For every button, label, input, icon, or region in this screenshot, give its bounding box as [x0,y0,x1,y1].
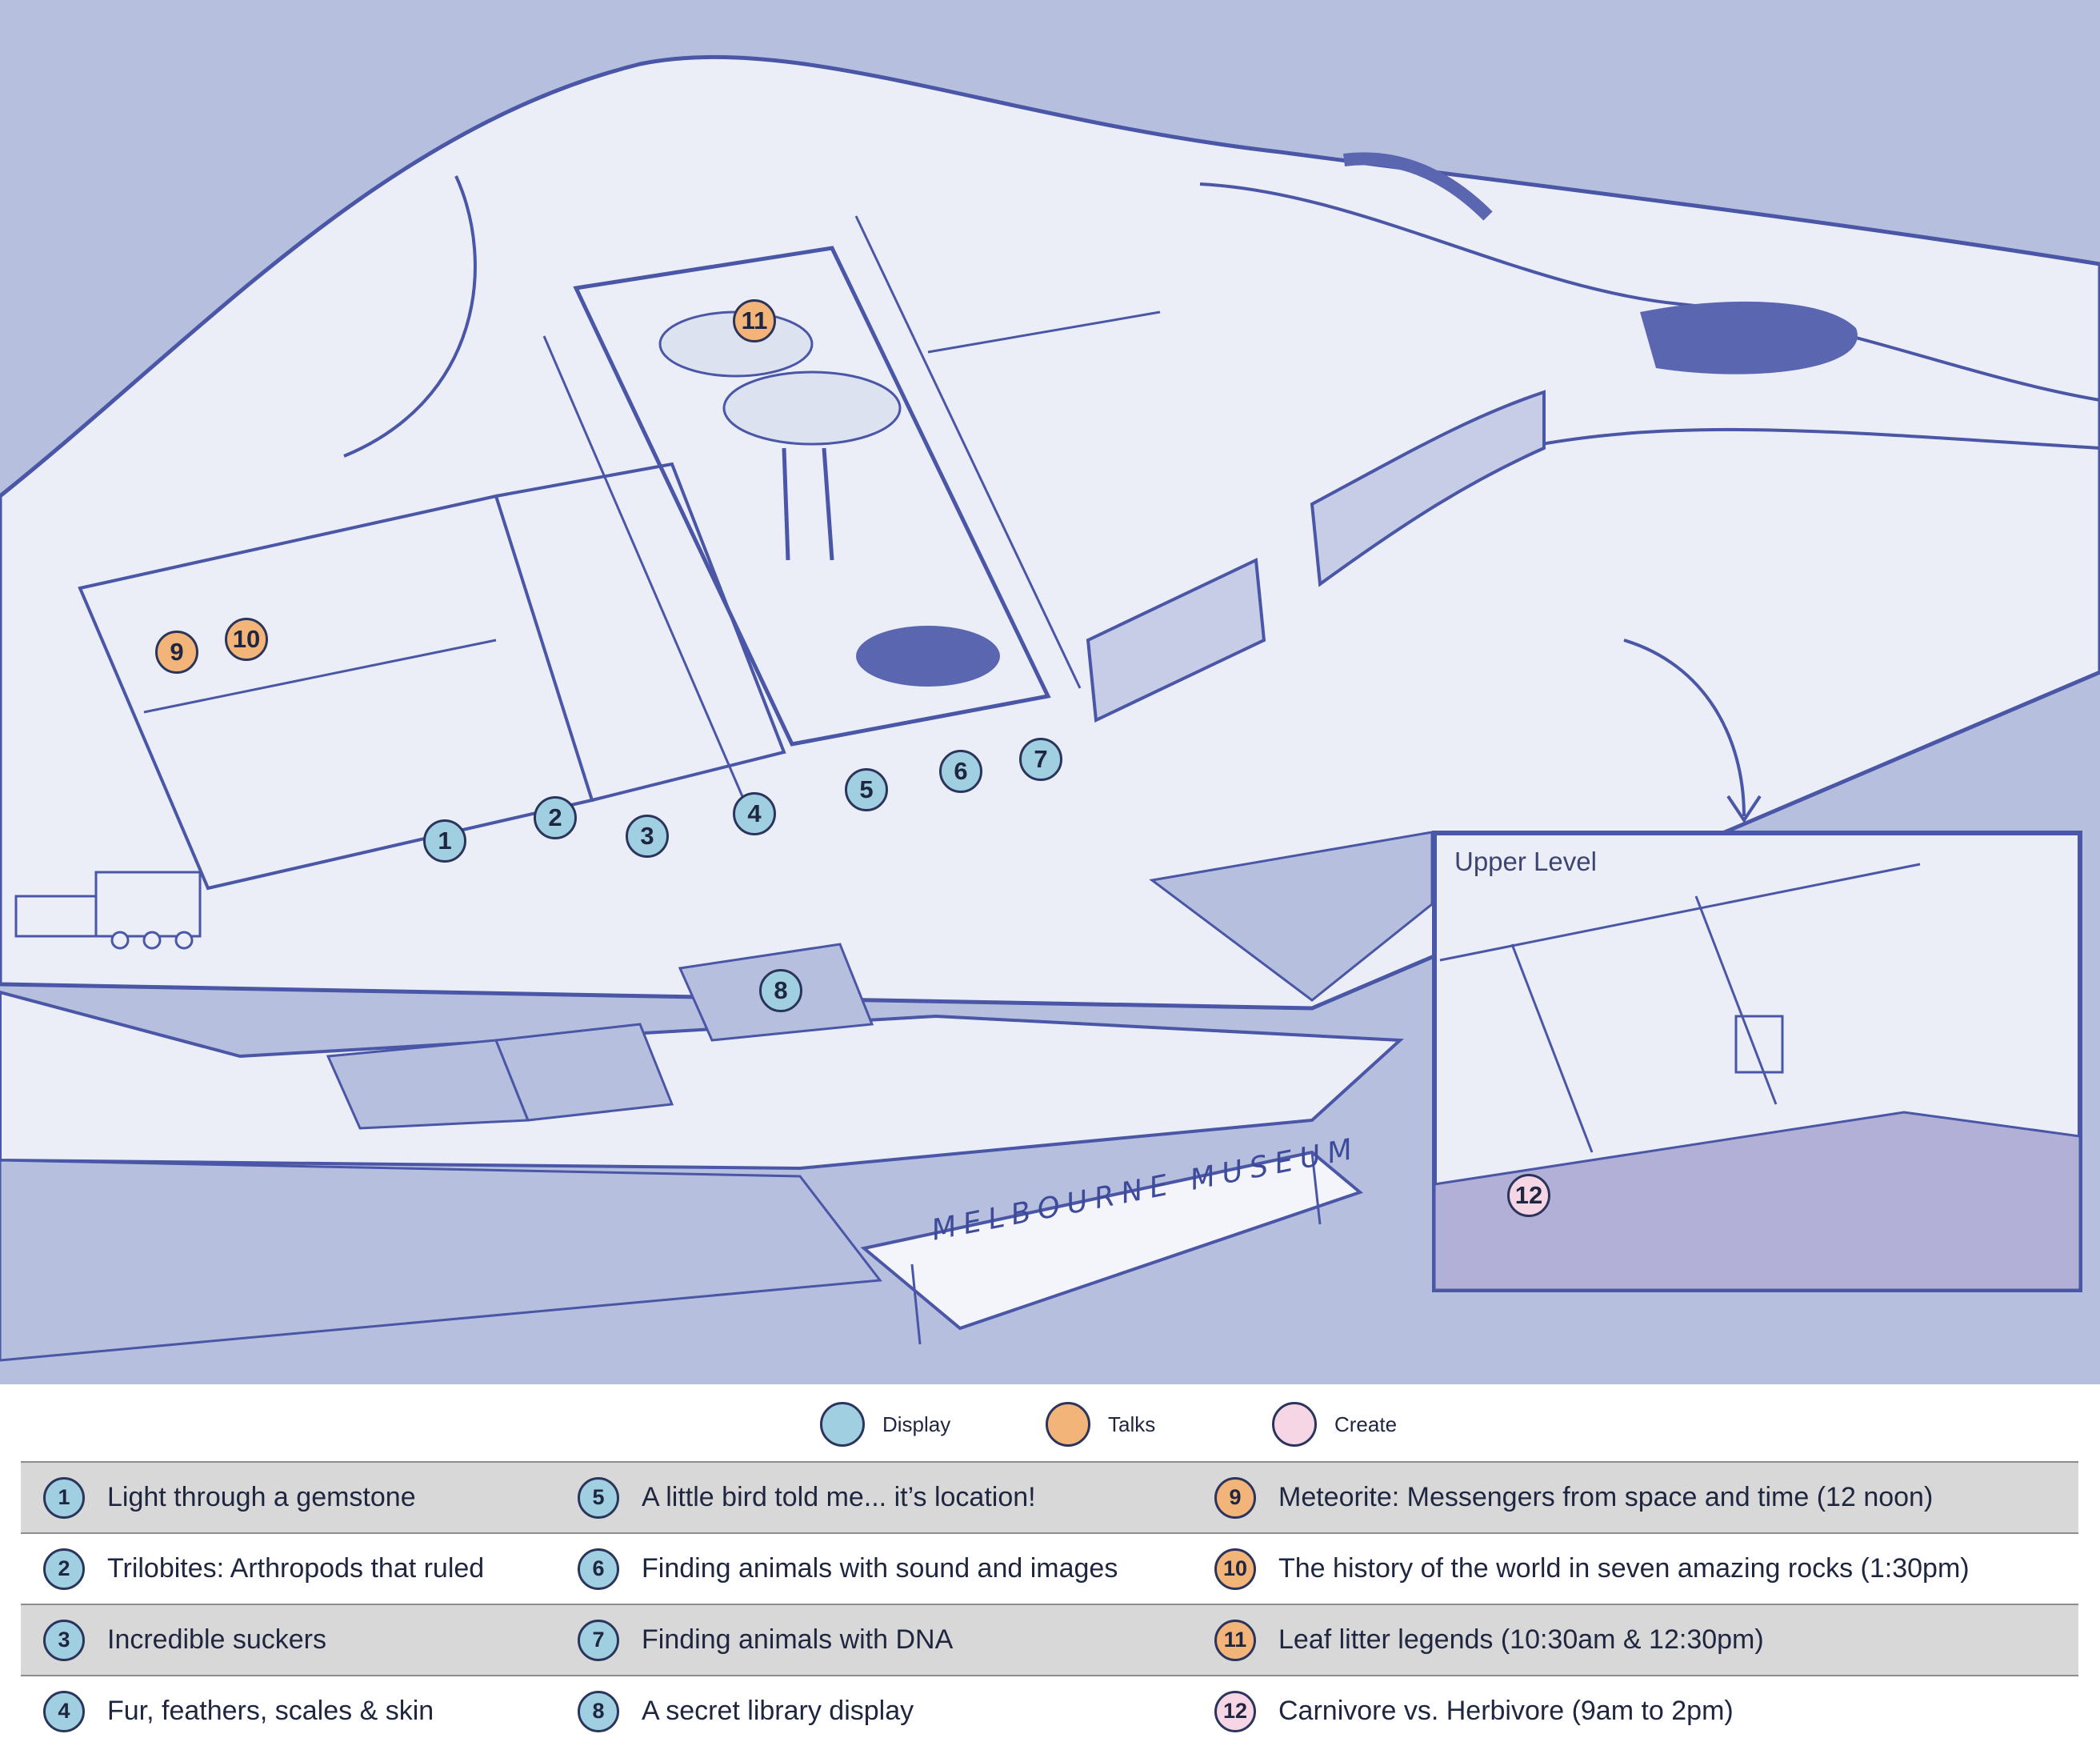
legend-number: 1 [43,1476,85,1519]
lower-concourse [0,990,1404,1171]
legend-number: 9 [1214,1476,1256,1519]
marker-8[interactable]: 8 [759,969,802,1012]
legend-text: Finding animals with DNA [642,1624,954,1655]
legend-item[interactable]: 12 Carnivore vs. Herbivore (9am to 2pm) [1214,1676,1734,1746]
legend-item[interactable]: 2 Trilobites: Arthropods that ruled [43,1534,484,1604]
legend-row: 1 Light through a gemstone 5 A little bi… [21,1461,2078,1532]
legend-item[interactable]: 11 Leaf litter legends (10:30am & 12:30p… [1214,1605,1764,1675]
legend-key-create: Create [1272,1402,1397,1447]
legend-item[interactable]: 10 The history of the world in seven ama… [1214,1534,1970,1604]
legend-row: 2 Trilobites: Arthropods that ruled 6 Fi… [21,1532,2078,1604]
legend-text: A secret library display [642,1696,914,1726]
legend-text: Finding animals with sound and images [642,1553,1118,1584]
legend-text: Incredible suckers [107,1624,327,1655]
marker-11[interactable]: 11 [733,299,776,342]
legend-number: 10 [1214,1548,1256,1590]
legend-item[interactable]: 5 A little bird told me... it’s location… [578,1463,1036,1532]
legend-item[interactable]: 6 Finding animals with sound and images [578,1534,1118,1604]
legend-item[interactable]: 4 Fur, feathers, scales & skin [43,1676,434,1746]
marker-1[interactable]: 1 [423,819,466,863]
curved-wall [1310,390,1546,587]
upper-level-label: Upper Level [1454,847,1597,876]
legend-text: Leaf litter legends (10:30am & 12:30pm) [1278,1624,1764,1655]
marker-3[interactable]: 3 [626,815,669,858]
create-swatch [1272,1402,1317,1447]
legend-key-display: Display [820,1402,950,1447]
legend-number: 4 [43,1690,85,1732]
talks-swatch [1046,1402,1090,1447]
legend-key-label: Talks [1108,1412,1156,1436]
legend-text: A little bird told me... it’s location! [642,1482,1036,1512]
marker-9[interactable]: 9 [155,631,198,674]
legend-item[interactable]: 1 Light through a gemstone [43,1463,416,1532]
legend-key-label: Display [882,1412,951,1436]
legend-number: 12 [1214,1690,1256,1732]
legend-number: 11 [1214,1619,1256,1661]
legend-item[interactable]: 3 Incredible suckers [43,1605,326,1675]
entrance-building [860,1150,1364,1331]
marker-2[interactable]: 2 [534,796,577,839]
legend-table: 1 Light through a gemstone 5 A little bi… [21,1461,2078,1746]
legend-text: Light through a gemstone [107,1482,416,1512]
display-swatch [820,1402,865,1447]
map-illustration [0,54,2100,1362]
legend-row: 4 Fur, feathers, scales & skin 8 A secre… [21,1675,2078,1746]
legend-key-label: Create [1334,1412,1398,1436]
legend-key: Display Talks Create [0,1402,2100,1448]
legend-text: The history of the world in seven amazin… [1278,1553,1970,1584]
legend-text: Meteorite: Messengers from space and tim… [1278,1482,1934,1512]
legend-item[interactable]: 7 Finding animals with DNA [578,1605,953,1675]
museum-map: 1 2 3 4 5 6 7 8 9 10 11 12 Upper Level M… [0,0,2100,1384]
marker-12[interactable]: 12 [1507,1174,1550,1217]
legend-text: Carnivore vs. Herbivore (9am to 2pm) [1278,1696,1734,1726]
legend-text: Fur, feathers, scales & skin [107,1696,434,1726]
legend-text: Trilobites: Arthropods that ruled [107,1553,485,1584]
marker-4[interactable]: 4 [733,792,776,835]
garden-path [1199,182,2100,402]
legend-item[interactable]: 8 A secret library display [578,1676,914,1746]
legend-number: 5 [578,1476,619,1519]
legend-number: 2 [43,1548,85,1590]
legend-number: 6 [578,1548,619,1590]
rock-pool [1640,301,1858,374]
marker-5[interactable]: 5 [845,768,888,811]
forest-gallery [573,246,1051,747]
legend-number: 7 [578,1619,619,1661]
legend-number: 3 [43,1619,85,1661]
legend-number: 8 [578,1690,619,1732]
marker-7[interactable]: 7 [1019,738,1062,781]
legend-row: 3 Incredible suckers 7 Finding animals w… [21,1604,2078,1675]
steam-train [14,871,202,950]
marker-6[interactable]: 6 [939,750,982,793]
arrow-to-upper-level [1623,639,1746,817]
marker-10[interactable]: 10 [225,618,268,661]
museum-floor [0,54,2100,1011]
legend-item[interactable]: 9 Meteorite: Messengers from space and t… [1214,1463,1933,1532]
legend-key-talks: Talks [1046,1402,1155,1447]
